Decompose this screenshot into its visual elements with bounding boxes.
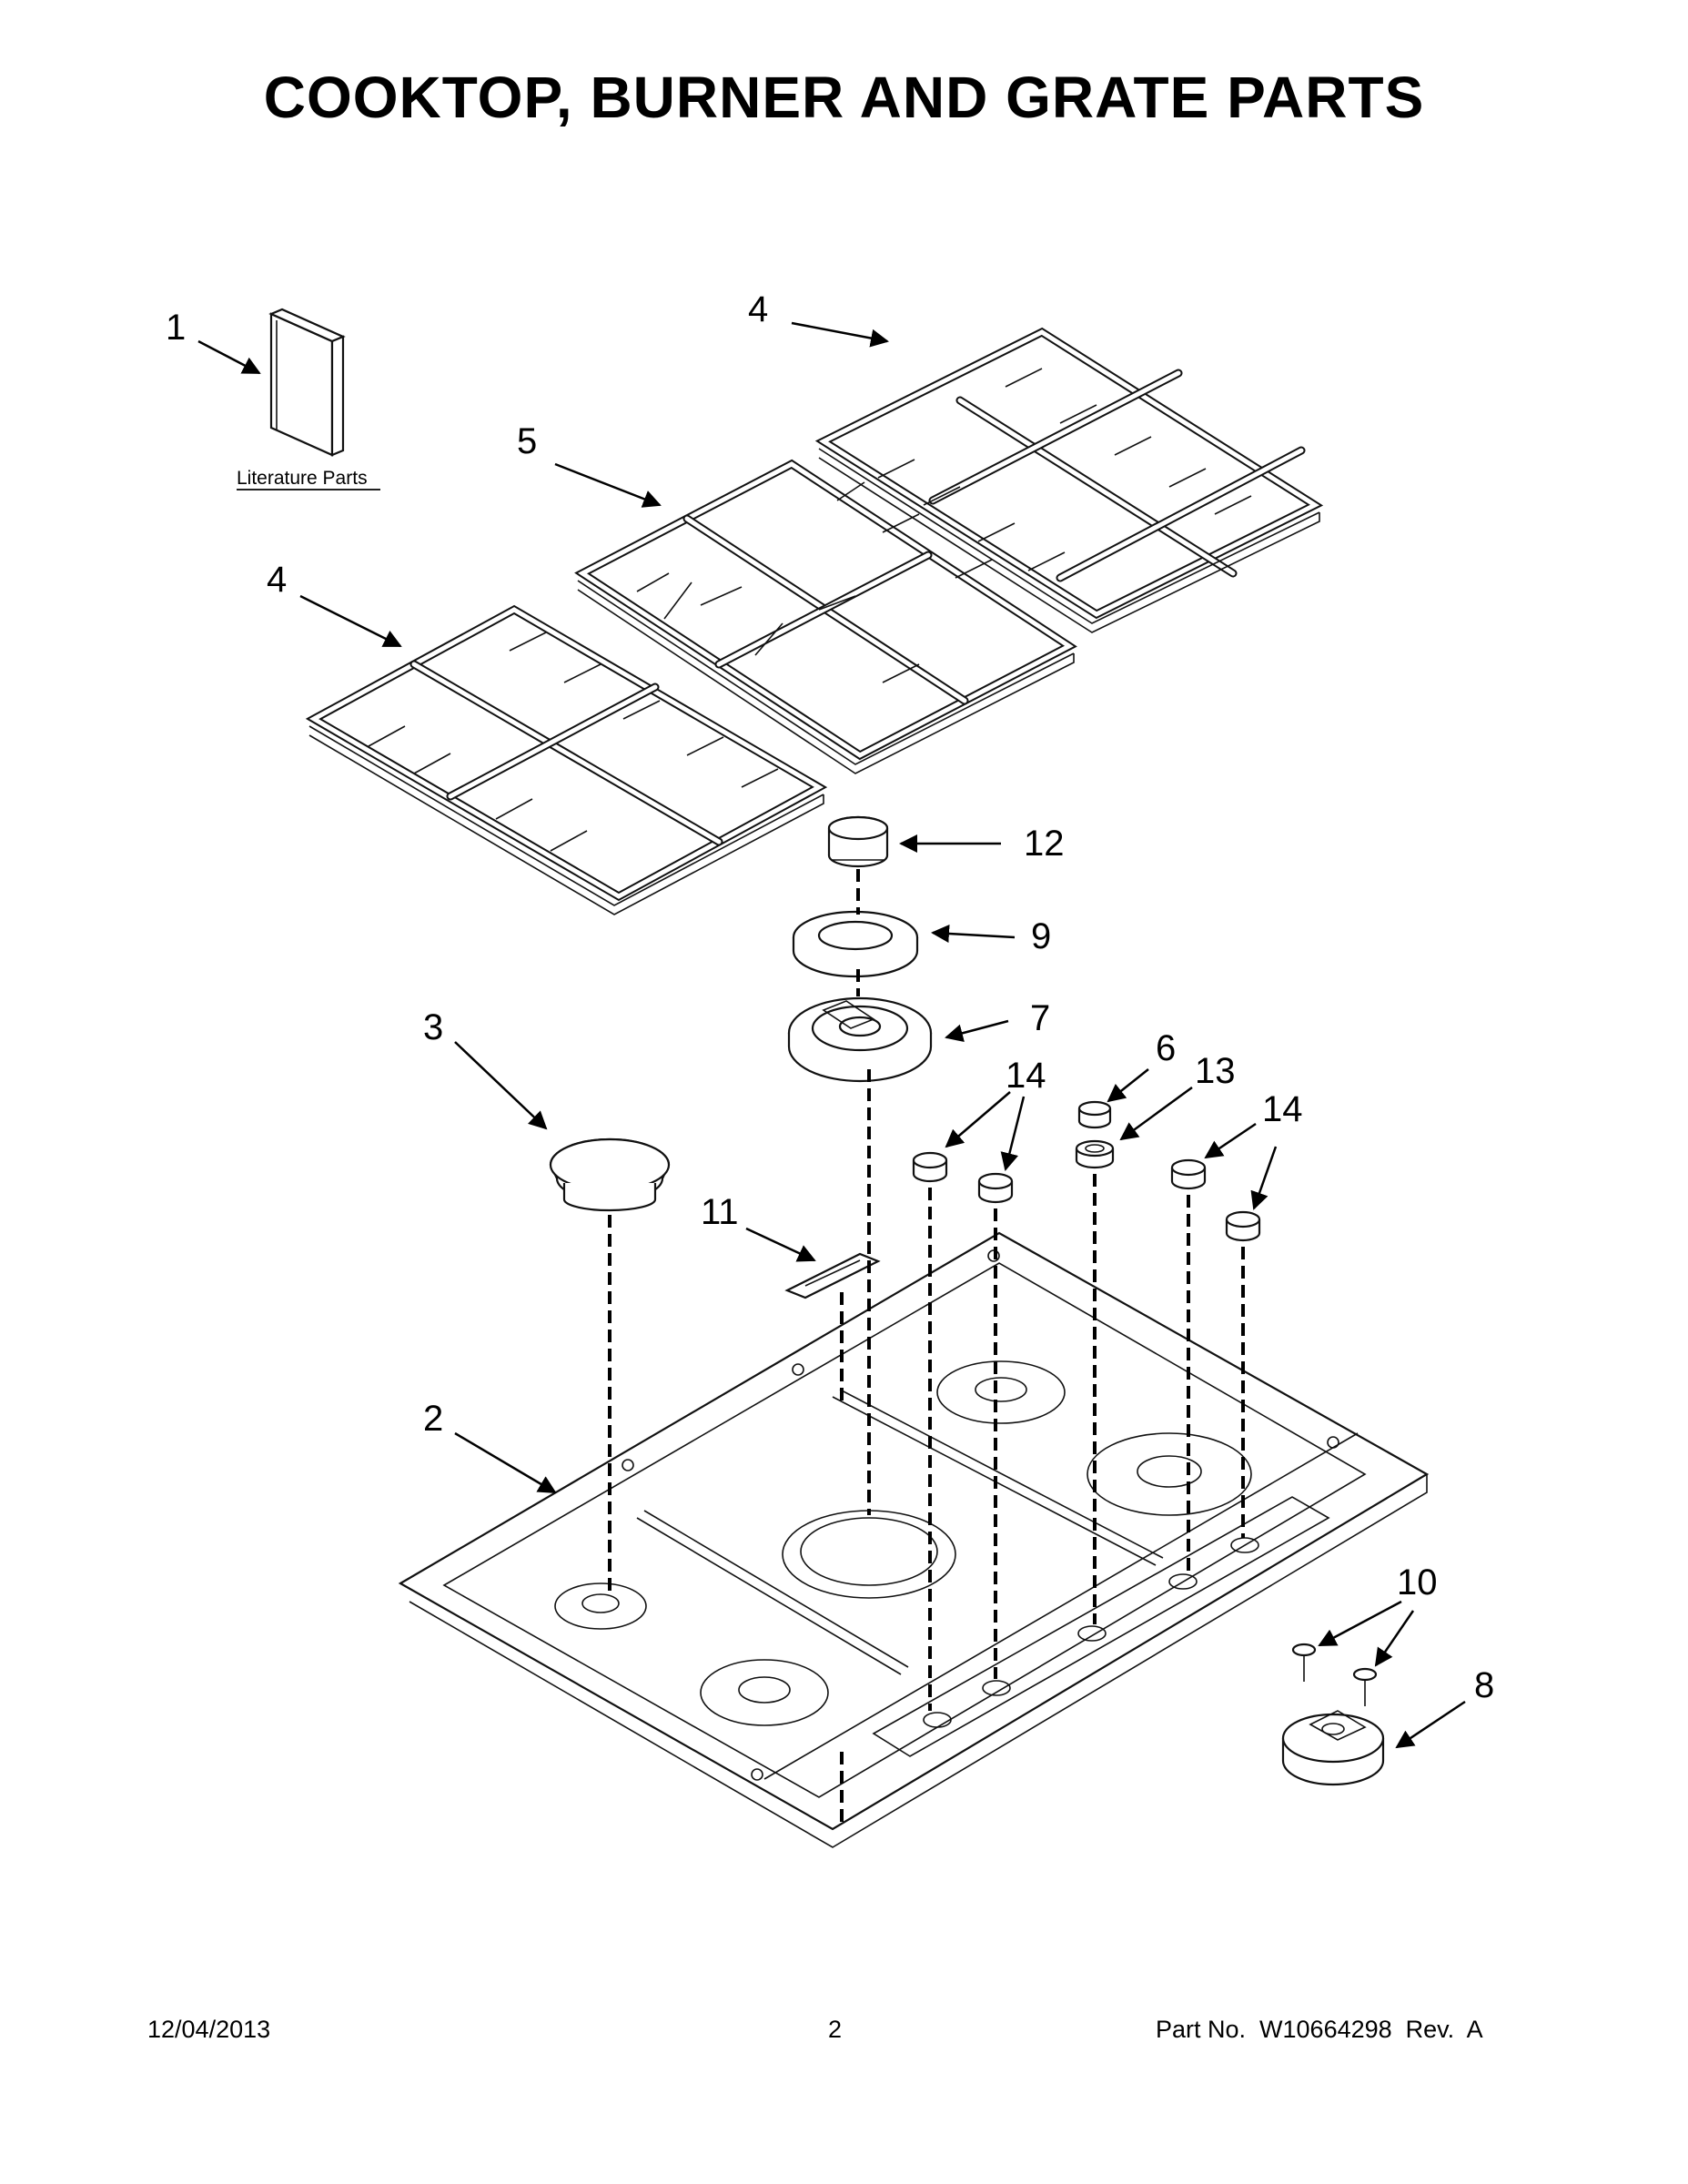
footer-part-number: Part No. W10664298 Rev. A [1156, 2016, 1483, 2043]
callout-4-left-grate: 4 [267, 560, 287, 600]
literature-booklet [268, 308, 346, 457]
knob-6 [1077, 1100, 1112, 1129]
burner-well-rear-right [936, 1360, 1066, 1424]
callout-12: 12 [1024, 824, 1065, 864]
grate-right [814, 327, 1324, 633]
cooktop-main-top [398, 1231, 1430, 1848]
callout-4-right-grate: 4 [748, 289, 768, 329]
burner-ring [792, 910, 919, 978]
knob-1 [912, 1151, 948, 1183]
callout-3: 3 [423, 1007, 443, 1047]
callout-9: 9 [1031, 916, 1051, 956]
callout-10: 10 [1397, 1562, 1438, 1603]
grate-left [305, 604, 828, 915]
burner-cap-large [827, 815, 889, 868]
burner-well-rear-left [700, 1659, 829, 1726]
callout-14-left: 14 [1006, 1056, 1046, 1096]
callout-2: 2 [423, 1399, 443, 1439]
literature-parts-label: Literature Parts [237, 468, 368, 489]
knob-4 [1225, 1210, 1261, 1242]
knob-2 [977, 1172, 1014, 1204]
alignment-lines [608, 869, 1245, 1825]
burner-well-front-right [1087, 1432, 1252, 1516]
footer-date: 12/04/2013 [147, 2016, 271, 2043]
grate-center [574, 459, 1077, 774]
burner-well-front-left [554, 1582, 647, 1630]
burner-base-small [1281, 1710, 1385, 1786]
callout-8: 8 [1474, 1665, 1494, 1705]
screw-right [1352, 1667, 1378, 1706]
leader-arrows [197, 321, 1466, 1749]
screw-left [1291, 1643, 1317, 1682]
burner-cap-small [549, 1138, 671, 1212]
burner-base-large [787, 996, 933, 1083]
callout-11: 11 [701, 1192, 739, 1232]
footer-page-number: 2 [828, 2016, 843, 2043]
callout-1: 1 [166, 308, 186, 348]
control-label-strip [784, 1252, 881, 1299]
callout-5: 5 [517, 421, 537, 461]
callout-13: 13 [1195, 1051, 1236, 1091]
page-title: COOKTOP, BURNER AND GRATE PARTS [263, 65, 1425, 130]
callout-7: 7 [1030, 998, 1050, 1038]
callout-14-right: 14 [1262, 1089, 1303, 1129]
knob-ring-13 [1075, 1139, 1115, 1169]
knob-3 [1170, 1158, 1207, 1190]
callout-6: 6 [1156, 1028, 1176, 1068]
